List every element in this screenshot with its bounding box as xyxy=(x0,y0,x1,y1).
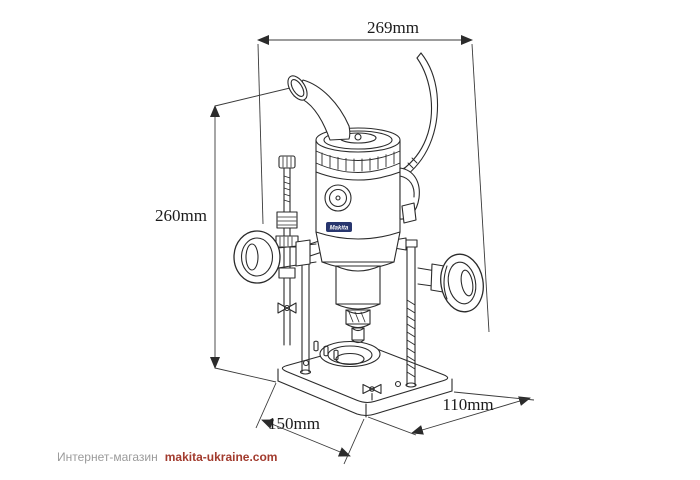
spindle-badge xyxy=(324,184,352,212)
turret-stops xyxy=(313,340,339,361)
base-plate xyxy=(277,340,453,418)
lower-housing xyxy=(309,231,407,344)
dimension-lines xyxy=(210,35,535,465)
dust-port-tube xyxy=(287,75,351,141)
left-handle-knob xyxy=(233,230,317,284)
base-screw xyxy=(394,380,402,388)
wing-bolt xyxy=(362,383,382,401)
plunge-posts xyxy=(299,239,418,388)
switch-housing xyxy=(399,167,420,224)
dimension-label-top-width: 269mm xyxy=(367,18,419,37)
depth-stop-rod xyxy=(275,155,299,346)
knurled-wheel xyxy=(275,235,299,248)
store-label: Интернет-магазин xyxy=(57,450,158,464)
motor-housing xyxy=(315,127,401,240)
dimension-label-bottom-width: 150mm xyxy=(268,414,320,433)
footer-watermark: Интернет-магазин makita-ukraine.com xyxy=(57,450,277,464)
vent-band xyxy=(315,150,401,173)
dimension-260 xyxy=(210,87,291,383)
dimension-150 xyxy=(255,382,365,465)
brand-label: Makita xyxy=(330,226,349,232)
router-body xyxy=(233,52,484,418)
dimension-269 xyxy=(257,35,490,333)
site-name: makita-ukraine.com xyxy=(164,450,278,464)
dimension-110 xyxy=(367,391,535,436)
right-handle-knob xyxy=(417,253,484,313)
dimension-label-right-depth: 110mm xyxy=(442,395,493,414)
return-spring xyxy=(406,299,416,378)
power-cord xyxy=(401,52,439,176)
brand-plate xyxy=(326,222,352,232)
wing-nut xyxy=(277,302,297,314)
dimension-label-left-height: 260mm xyxy=(155,206,207,225)
